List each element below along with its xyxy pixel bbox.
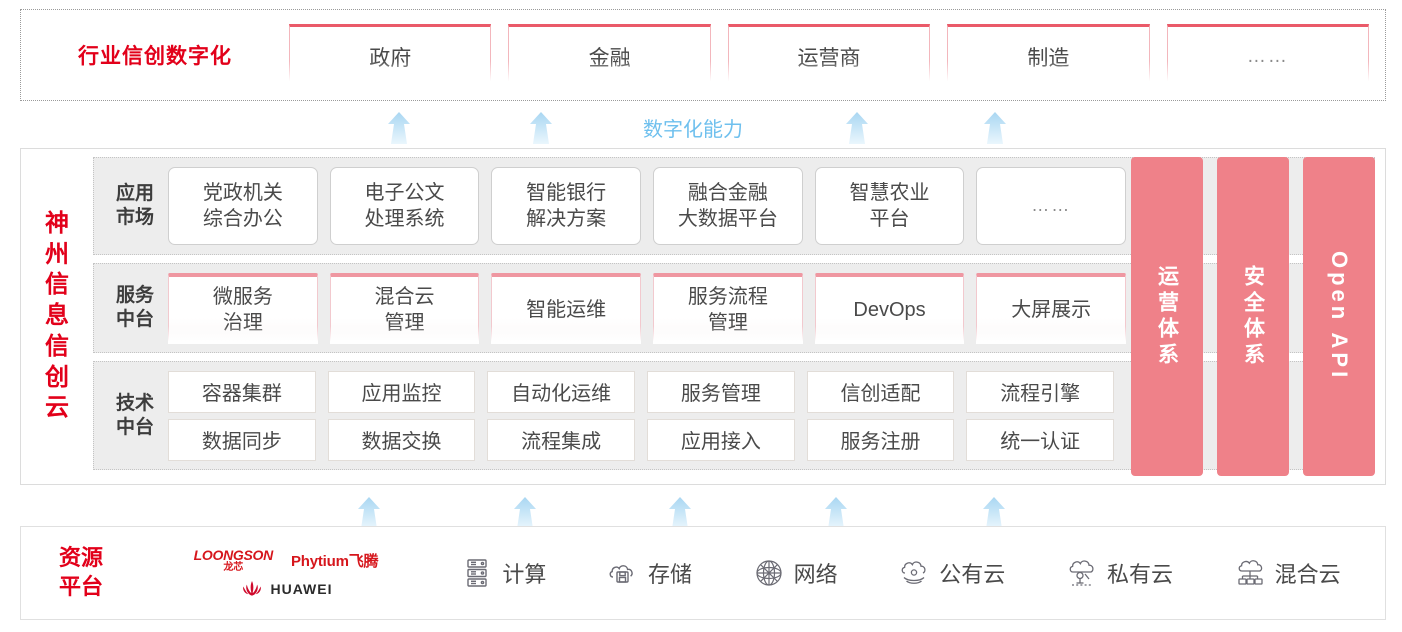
hybrid-cloud-icon [1234, 557, 1266, 589]
resource-platform-title: 资源 平台 [58, 545, 103, 599]
cloud-title-char-7: 云 [45, 394, 69, 422]
resource-item-storage-label: 存储 [647, 562, 692, 587]
industry-band: 行业信创数字化 政府 金融 运营商 制造 …… [20, 9, 1386, 101]
industry-box-operator[interactable]: 运营商 [727, 24, 931, 87]
svc-box-devops[interactable]: DevOps [814, 273, 965, 344]
side-panel-security-label: 安全体系 [1241, 264, 1265, 369]
layer-label-service-platform: 服务 中台 [115, 285, 154, 330]
service-platform-cells: 微服务 治理 混合云 管理 智能运维 服务流程 管理 D [168, 273, 1374, 344]
resource-item-hybrid-cloud[interactable]: 混合云 [1234, 557, 1341, 589]
cloud-storage-icon [607, 557, 639, 589]
layer-label-technical-platform: 技术 中台 [115, 392, 154, 438]
loongson-logo-cn: 龙芯 [223, 562, 244, 573]
up-arrow-icon-4 [978, 111, 1012, 145]
technical-platform-cells: 容器集群 应用监控 自动化运维 服务管理 信创适配 流程引擎 数据同步 数据交换… [168, 370, 1374, 461]
resource-item-private-cloud-label: 私有云 [1106, 562, 1173, 587]
svc-box-hybrid-cloud-management[interactable]: 混合云 管理 [329, 273, 480, 344]
app-box-smart-agriculture[interactable]: 智慧农业 平台 [814, 167, 965, 245]
tech-box-service-management[interactable]: 服务管理 [647, 370, 795, 413]
tech-box-service-registry[interactable]: 服务注册 [806, 418, 955, 461]
tech-box-unified-authentication[interactable]: 统一认证 [966, 418, 1115, 461]
industry-band-title: 行业信创数字化 [78, 45, 232, 68]
app-box-edoc-system[interactable]: 电子公文 处理系统 [329, 167, 480, 245]
tech-box-container-cluster[interactable]: 容器集群 [168, 370, 316, 413]
industry-box-more[interactable]: …… [1166, 24, 1370, 87]
resource-item-storage[interactable]: 存储 [607, 557, 692, 589]
capability-label: 数字化能力 [643, 119, 743, 141]
resource-item-list: 计算 存储 [431, 557, 1385, 589]
side-panel-open-api-label: Open API [1327, 251, 1352, 382]
phytium-logo: Phytium飞腾 [290, 553, 379, 570]
svc-box-microservice-governance[interactable]: 微服务 治理 [168, 273, 318, 344]
svc-box-service-process-management[interactable]: 服务流程 管理 [653, 273, 803, 344]
industry-box-finance[interactable]: 金融 [508, 24, 712, 87]
resource-item-network[interactable]: 网络 [753, 557, 838, 589]
cloud-title-char-4: 息 [45, 302, 69, 330]
cloud-panel-title: 神 州 信 息 信 创 云 [21, 149, 93, 484]
huawei-logo-text: HUAWEI [270, 581, 333, 597]
huawei-flower-icon [240, 580, 264, 598]
industry-box-government[interactable]: 政府 [289, 24, 492, 87]
side-panel-group: 运营体系 安全体系 Open API [1131, 157, 1375, 476]
up-arrow-icon-7 [663, 496, 697, 530]
layer-label-application-market: 应用 市场 [115, 183, 154, 228]
tech-box-xinchuang-adaptation[interactable]: 信创适配 [806, 370, 955, 413]
technical-platform-row-1: 容器集群 应用监控 自动化运维 服务管理 信创适配 流程引擎 [168, 370, 1126, 413]
side-panel-operations-label: 运营体系 [1155, 264, 1179, 369]
resource-item-compute[interactable]: 计算 [461, 557, 546, 589]
network-icon [753, 557, 785, 589]
tech-box-process-engine[interactable]: 流程引擎 [966, 370, 1115, 413]
tech-box-application-monitoring[interactable]: 应用监控 [327, 370, 476, 413]
cloud-title-char-2: 州 [45, 240, 69, 268]
app-box-more[interactable]: …… [976, 167, 1127, 245]
public-cloud-icon [898, 557, 930, 589]
tech-box-data-sync[interactable]: 数据同步 [168, 418, 316, 461]
tech-box-automated-ops[interactable]: 自动化运维 [487, 370, 636, 413]
private-cloud-icon [1066, 557, 1098, 589]
loongson-logo: LOONGSON 龙芯 [193, 547, 274, 573]
side-panel-security-system[interactable]: 安全体系 [1217, 157, 1289, 476]
vendor-logo-row-2: HUAWEI [240, 580, 333, 598]
up-arrow-icon-5 [352, 496, 386, 530]
resource-item-network-label: 网络 [793, 562, 838, 587]
app-box-smart-bank[interactable]: 智能银行 解决方案 [491, 167, 642, 245]
cloud-title-char-3: 信 [45, 271, 69, 299]
loongson-logo-en: LOONGSON [193, 547, 274, 563]
resource-item-public-cloud-label: 公有云 [939, 562, 1006, 587]
resource-item-public-cloud[interactable]: 公有云 [898, 557, 1005, 589]
cloud-panel: 神 州 信 息 信 创 云 应用 市场 党政机关 综合办公 [20, 148, 1386, 485]
svc-box-big-screen-display[interactable]: 大屏展示 [976, 273, 1127, 344]
technical-platform-row-2: 数据同步 数据交换 流程集成 应用接入 服务注册 统一认证 [168, 418, 1126, 461]
side-panel-operations-system[interactable]: 运营体系 [1131, 157, 1203, 476]
application-market-cells: 党政机关 综合办公 电子公文 处理系统 智能银行 解决方案 融合金融 大数据平台 [168, 167, 1374, 245]
industry-box-manufacturing[interactable]: 制造 [947, 24, 1151, 87]
vendor-logo-group: LOONGSON 龙芯 Phytium飞腾 HUAWEI [141, 548, 431, 598]
server-icon [461, 557, 493, 589]
resource-platform-panel: 资源 平台 LOONGSON 龙芯 Phytium飞腾 H [20, 526, 1386, 620]
resource-item-private-cloud[interactable]: 私有云 [1066, 557, 1173, 589]
cloud-title-char-1: 神 [45, 209, 69, 237]
up-arrow-icon-6 [508, 496, 542, 530]
tech-box-process-integration[interactable]: 流程集成 [487, 418, 636, 461]
tech-box-data-exchange[interactable]: 数据交换 [327, 418, 476, 461]
side-panel-open-api[interactable]: Open API [1303, 157, 1375, 476]
up-arrow-icon-9 [977, 496, 1011, 530]
cloud-body: 应用 市场 党政机关 综合办公 电子公文 处理系统 智能银行 解决方案 [93, 149, 1385, 484]
up-arrow-icon-8 [819, 496, 853, 530]
resource-item-hybrid-cloud-label: 混合云 [1274, 562, 1341, 587]
vendor-logo-row-1: LOONGSON 龙芯 Phytium飞腾 [194, 548, 379, 573]
resource-item-compute-label: 计算 [502, 562, 547, 587]
cloud-title-char-6: 创 [45, 363, 69, 391]
cloud-title-char-5: 信 [45, 332, 69, 360]
up-arrow-icon-1 [382, 111, 416, 145]
app-box-government-office[interactable]: 党政机关 综合办公 [168, 167, 318, 245]
app-box-finance-bigdata[interactable]: 融合金融 大数据平台 [653, 167, 803, 245]
industry-box-list: 政府 金融 运营商 制造 …… [289, 10, 1385, 100]
up-arrow-icon-2 [524, 111, 558, 145]
svc-box-intelligent-ops[interactable]: 智能运维 [491, 273, 642, 344]
tech-box-application-access[interactable]: 应用接入 [647, 418, 795, 461]
up-arrow-icon-3 [840, 111, 874, 145]
layer-service-platform: 服务 中台 微服务 治理 混合云 管理 智能运维 [93, 263, 1375, 353]
